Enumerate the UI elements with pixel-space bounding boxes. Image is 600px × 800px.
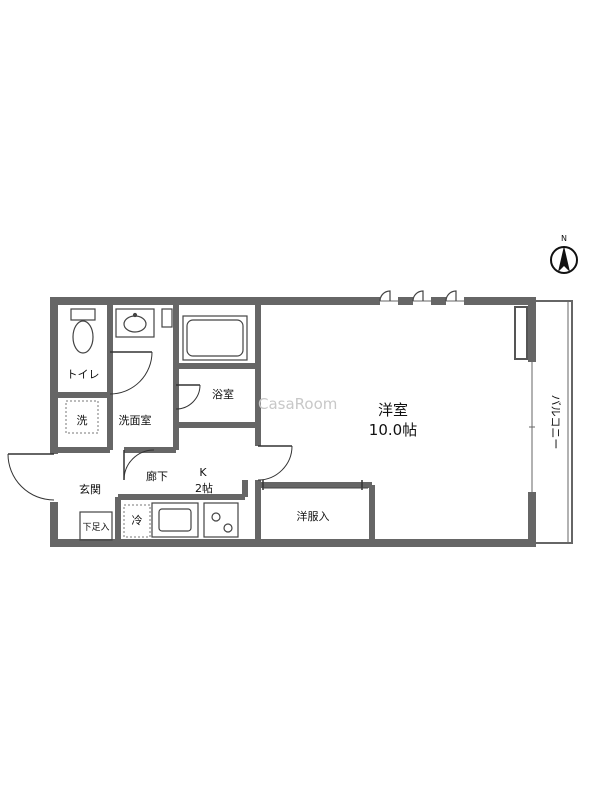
shoe-box-icon bbox=[79, 511, 113, 541]
label-fridge: 冷 bbox=[132, 514, 143, 527]
label-toilet: トイレ bbox=[67, 368, 100, 381]
washroom-door bbox=[123, 449, 155, 481]
stove-icon bbox=[203, 502, 239, 538]
kitchen-sink-icon bbox=[151, 502, 199, 538]
column bbox=[514, 306, 528, 360]
toilet-door bbox=[109, 351, 153, 395]
compass-icon: N bbox=[550, 234, 578, 274]
label-entrance: 玄関 bbox=[79, 482, 101, 496]
watermark: CasaRoom bbox=[258, 395, 337, 413]
label-closet: 洋服入 bbox=[297, 509, 330, 523]
label-kitchen: K bbox=[199, 466, 207, 479]
label-western-room-size: 10.0帖 bbox=[369, 421, 417, 439]
toilet-fixture-icon bbox=[70, 308, 96, 354]
wash-basin-icon bbox=[115, 308, 173, 338]
label-kitchen-size: 2帖 bbox=[195, 482, 213, 495]
compass-north-label: N bbox=[561, 234, 567, 243]
label-shoe-box: 下足入 bbox=[82, 522, 109, 533]
label-balcony: バルコニー bbox=[549, 395, 562, 450]
label-western-room: 洋室 bbox=[378, 401, 408, 419]
label-washroom: 洗面室 bbox=[119, 413, 152, 427]
fridge-space-icon bbox=[123, 504, 151, 538]
label-washer: 洗 bbox=[77, 414, 88, 427]
bathtub-icon bbox=[182, 315, 248, 361]
balcony-door-opening bbox=[527, 362, 537, 492]
label-bathroom: 浴室 bbox=[212, 387, 234, 401]
window-openings bbox=[379, 290, 464, 306]
western-room-door bbox=[253, 445, 293, 481]
washer-space-icon bbox=[65, 400, 99, 434]
bathroom-door bbox=[175, 384, 201, 410]
entrance-door bbox=[7, 453, 60, 502]
label-hallway: 廊下 bbox=[146, 469, 168, 483]
interior-walls bbox=[54, 301, 375, 543]
